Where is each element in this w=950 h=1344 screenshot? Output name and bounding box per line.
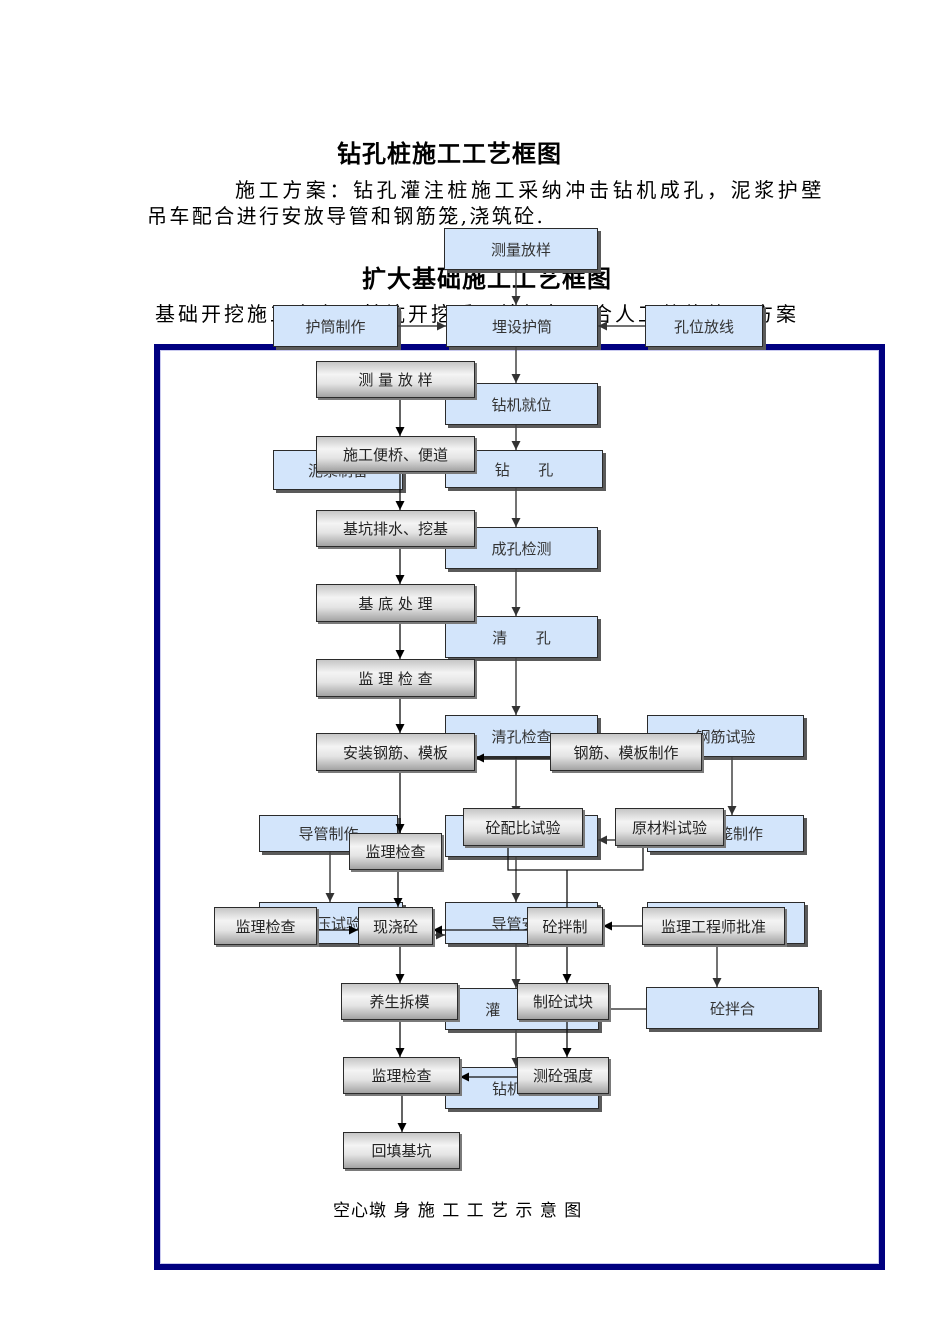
node-label: 监理检查 [371,1067,432,1085]
node-label: 成孔检测 [491,539,552,558]
node-label: 基坑排水、挖基 [342,520,448,538]
node-supervision-check-1: 监 理 检 查 [316,659,475,697]
node-backfill-pit: 回填基坑 [343,1132,460,1169]
node-label: 孔位放线 [673,317,734,336]
node-label: 监理检查 [235,917,296,936]
node-label: 钻 孔 [494,460,554,479]
node-mix-ratio-test: 砼配比试验 [463,808,583,846]
node-supervision-check-3: 监理检查 [214,907,317,945]
diagram-frame [154,344,885,1270]
node-rig-positioning: 钻机就位 [445,383,598,425]
page-title: 钻孔桩施工工艺框图 [337,140,562,168]
node-casing-fabrication: 护筒制作 [273,305,398,347]
node-label: 安装钢筋、模板 [342,743,448,762]
intro-line-2: 吊车配合进行安放导管和钢筋笼,浇筑砼. [147,204,546,228]
node-supervision-check-2: 监理检查 [349,833,442,870]
node-rebar-formwork-fabrication: 钢筋、模板制作 [550,733,702,771]
node-label: 钢筋试验 [695,727,756,746]
diagram-caption: 空心墩 身 施 工 工 艺 示 意 图 [333,1201,583,1221]
node-concrete-mixing-plant: 砼拌合 [646,987,819,1029]
node-install-rebar-formwork: 安装钢筋、模板 [316,733,475,771]
node-label: 清孔检查 [491,727,552,746]
node-label: 基 底 处 理 [358,594,433,613]
node-cast-in-place-concrete: 现浇砼 [358,907,433,945]
node-label: 导管制作 [298,825,359,843]
node-temporary-bridge-road: 施工便桥、便道 [316,436,475,472]
node-concrete-mixing: 砼拌制 [527,907,603,945]
node-label: 监理工程师批准 [660,917,766,936]
node-pit-drainage-excavation: 基坑排水、挖基 [316,510,475,547]
node-label: 测量放样 [490,240,551,259]
node-base-treatment: 基 底 处 理 [316,584,475,622]
node-label: 养生拆模 [369,993,430,1011]
node-label: 钻机就位 [491,395,552,414]
node-label: 埋设护筒 [491,317,552,336]
node-curing-formwork-removal: 养生拆模 [341,983,458,1020]
node-hole-cleaning: 清 孔 [445,616,598,658]
node-label: 清 孔 [492,628,551,647]
node-label: 砼拌制 [542,917,588,936]
node-label: 现浇砼 [372,917,418,936]
node-label: 回填基坑 [371,1142,432,1160]
node-casing-installation: 埋设护筒 [446,305,598,347]
node-label: 砼配比试验 [485,818,561,837]
node-supervision-check-4: 监理检查 [343,1057,460,1094]
node-label: 砼拌合 [709,999,755,1018]
node-label: 钢筋、模板制作 [573,743,679,762]
node-hole-layout: 孔位放线 [645,305,763,347]
intro-line-1: 施工方案：钻孔灌注桩施工采纳冲击钻机成孔，泥浆护壁 [235,178,825,202]
node-label: 原材料试验 [631,818,707,837]
node-strength-test: 测砼强度 [517,1057,609,1094]
node-test-specimen: 制砼试块 [517,983,609,1020]
node-engineer-approval: 监理工程师批准 [642,907,785,945]
node-survey-setout: 测量放样 [444,228,598,270]
node-survey-setout-foundation: 测 量 放 样 [316,361,475,398]
node-label: 测砼强度 [532,1067,593,1085]
node-label: 施工便桥、便道 [342,445,448,464]
node-raw-material-test: 原材料试验 [615,808,724,846]
node-label: 测 量 放 样 [358,371,433,389]
node-label: 监 理 检 查 [358,669,433,688]
node-label: 制砼试块 [532,993,593,1011]
node-label: 护筒制作 [305,317,366,336]
node-label: 监理检查 [365,843,426,861]
